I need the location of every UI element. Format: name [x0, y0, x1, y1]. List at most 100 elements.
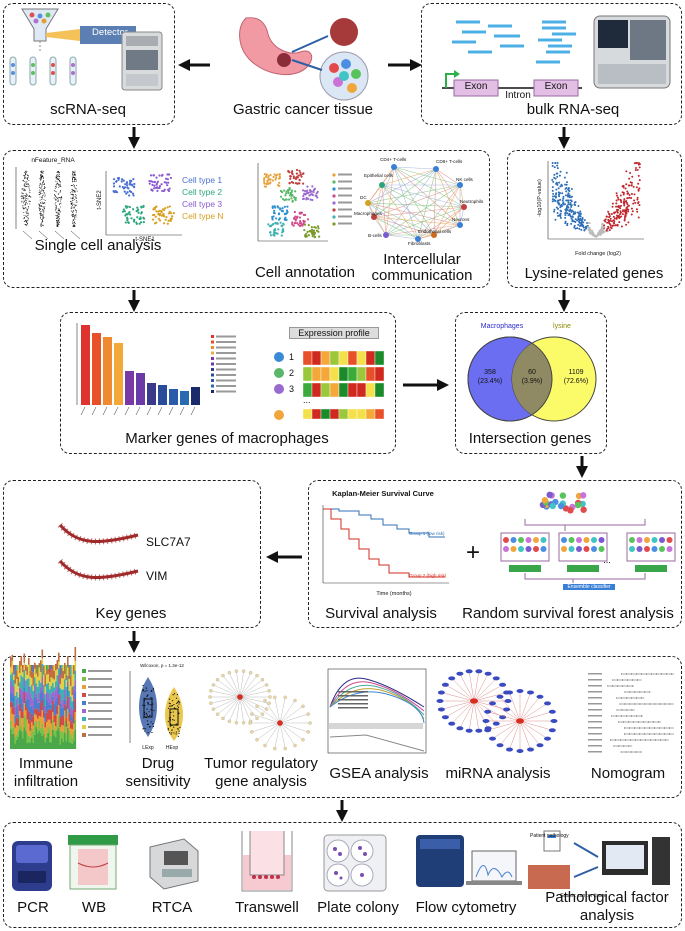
rtca-label: RTCA [151, 899, 193, 916]
stomach-tissue-illustration [239, 17, 369, 101]
km-title: Kaplan-Meier Survival Curve [332, 489, 434, 498]
downstream-analysis-panel: Wilcoxon, p = 1.3e-12 LExp HExp Immune i… [3, 646, 682, 798]
gene-strand-2 [57, 558, 139, 581]
gene-slc7a7-label: SLC7A7 [146, 535, 191, 549]
gsea-plot [327, 668, 427, 754]
mirna-label: miRNA analysis [445, 765, 551, 782]
intron-label: Intron [505, 90, 531, 101]
nomogram-label: Nomogram [590, 765, 666, 782]
drug-label-1: Drug [141, 755, 175, 772]
arrow-down-3 [128, 290, 140, 312]
volcano-x-label: Fold change (log2) [575, 251, 621, 257]
random-survival-forest-diagram [500, 491, 676, 583]
communication-label: communication [371, 267, 473, 284]
sequencer-machine-icon [121, 31, 163, 91]
key-genes-panel: SLC7A7 VIM Key genes [3, 480, 261, 628]
pcr-label: PCR [17, 899, 49, 916]
km-x-label: Time (months) [376, 591, 412, 597]
marker-genes-bar-chart [76, 323, 236, 416]
key-genes-label: Key genes [95, 605, 167, 622]
arrow-down-2 [558, 127, 570, 149]
single-cell-analysis-label: Single cell analysis [34, 237, 162, 254]
bulk-rna-seq-label: bulk RNA-seq [526, 101, 620, 118]
immune-infiltration-chart [10, 646, 112, 749]
drug-group-2: HExp [165, 745, 179, 751]
ensemble-classifier-label: Ensemble classifier [563, 584, 615, 590]
lysine-panel: -log10(P-value) Fold change (log2) Lysin… [507, 150, 682, 288]
transwell-icon [241, 831, 293, 892]
marker-genes-label: Marker genes of macrophages [125, 430, 329, 447]
scrna-seq-label: scRNA-seq [50, 101, 126, 118]
drug-sensitivity-violin [129, 671, 183, 743]
gastric-tissue-small-label: Gastric cancer tissue [560, 893, 607, 899]
arrow-left-to-key-genes [266, 551, 302, 563]
violin-plot [15, 167, 81, 240]
cell-type-1-label: Cell type 1 [182, 175, 223, 185]
lysine-genes-label: Lysine-related genes [524, 265, 664, 282]
heatmap-row-label: 3 [289, 384, 294, 394]
violin-title: nFeature_RNA [31, 157, 75, 164]
arrow-right-to-intersection [403, 379, 449, 391]
pathology-label-2: analysis [579, 907, 635, 924]
arrow-down-1 [128, 127, 140, 149]
plate-colony-label: Plate colony [317, 899, 399, 916]
pcr-machine-icon [12, 841, 52, 891]
tumor-label-1: Tumor regulatory [204, 755, 318, 772]
network-node-label: Macrophages [354, 211, 383, 216]
rtca-instrument-icon [149, 838, 199, 890]
network-node-label: Endothelial cells [418, 229, 452, 234]
survival-analysis-label: Survival analysis [325, 605, 437, 622]
tumor-label-2: gene analysis [215, 773, 307, 790]
drug-label-2: sensitivity [125, 773, 191, 790]
heatmap-row-label: 2 [289, 368, 294, 378]
exon-2-label: Exon [544, 81, 568, 92]
arrow-to-bulk [388, 59, 422, 71]
venn-left-name: Macrophages [480, 323, 524, 330]
drug-group-1: LExp [142, 745, 154, 751]
venn-diagram [467, 336, 597, 422]
volcano-y-label: -log10(P-value) [537, 179, 543, 217]
mirna-network [436, 669, 558, 753]
intercellular-label: Intercellular [383, 251, 461, 268]
gene-vim-label: VIM [146, 569, 168, 583]
arrow-down-5 [576, 456, 588, 478]
network-node-label: NK cells [456, 177, 474, 182]
tsne-y-label: t-SNE2 [97, 190, 103, 210]
tumor-regulatory-network [208, 669, 312, 751]
plate-colony-icon [323, 834, 387, 892]
wb-label: WB [81, 899, 107, 916]
gene-strand-1 [57, 522, 139, 545]
heatmap-ellipsis: ... [303, 395, 311, 405]
network-node-label: Fibroblasts [408, 241, 431, 246]
venn-left-pct: (23.4%) [477, 378, 503, 385]
drug-stat-label: Wilcoxon, p = 1.3e-12 [140, 663, 184, 668]
wb-tank-icon [68, 835, 118, 890]
intercellular-network: CD4+ T-cells CD8+ T-cells NK cells Epitheli… [354, 157, 484, 246]
gsea-label: GSEA analysis [329, 765, 429, 782]
patient-pathology-label: Patient pathology [530, 833, 569, 839]
flow-cytometry-label: Flow cytometry [415, 899, 517, 916]
experiments-panel: Patient pathology Gastric cancer tissue … [3, 822, 682, 928]
nomogram-chart [588, 673, 674, 753]
km-group-high-label: Group 2 (high risk) [409, 573, 447, 578]
network-node-label: B-cells [368, 233, 382, 238]
arrow-to-scrna [178, 59, 210, 71]
gastric-cancer-tissue-label: Gastric cancer tissue [232, 101, 374, 118]
network-node-label: Epithelial cells [364, 173, 394, 178]
rsf-label: Random survival forest analysis [462, 605, 674, 622]
detector-label: Detector [92, 27, 128, 38]
rsf-ellipsis: ... [603, 555, 611, 565]
transwell-label: Transwell [235, 899, 299, 916]
arrow-down-4 [558, 290, 570, 312]
plus-sign: + [465, 539, 480, 566]
immune-infiltration-label: Immune infiltration [13, 755, 79, 790]
network-node-label: CD8+ T-cells [436, 159, 463, 164]
pathology-workflow-icon [528, 830, 670, 889]
cell-annotation-umap [257, 163, 352, 242]
scrna-seq-panel: Detector scRNA-seq [3, 3, 175, 125]
network-node-label: CD4+ T-cells [380, 157, 407, 162]
reads-illustration [442, 20, 582, 97]
network-node-label: Neurons [452, 217, 470, 222]
cell-type-3-label: Cell type 3 [182, 199, 223, 209]
